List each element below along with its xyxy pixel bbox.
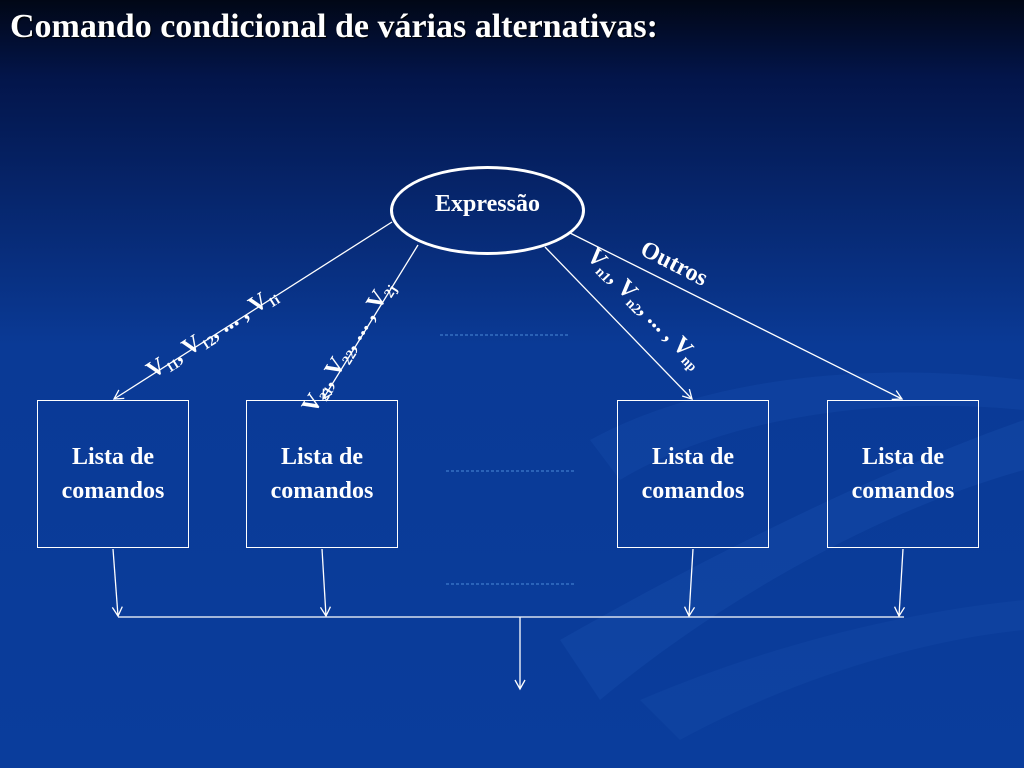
expression-node: Expressão [390,166,585,255]
box-line-2: comandos [61,478,165,504]
command-list-box-3: Lista de comandos [617,400,769,548]
box-line-1: Lista de [861,444,944,470]
branch-arrow-2 [322,244,419,401]
box-line-2: comandos [641,478,745,504]
box-line-2: comandos [270,478,374,504]
box-line-1: Lista de [71,444,154,470]
slide-title: Comando condicional de várias alternativ… [10,8,658,45]
branch-arrow-1 [112,221,393,400]
merge-arrow-3 [683,548,696,618]
box-line-1: Lista de [651,444,734,470]
merge-arrow-2 [319,548,332,618]
branch-arrow-3 [544,246,693,400]
command-list-box-2: Lista de comandos [246,400,398,548]
merge-arrow-4 [893,548,906,618]
branch-arrow-outros [569,232,904,401]
merge-arrow-1 [111,548,123,618]
command-list-box-1: Lista de comandos [37,400,189,548]
box-line-2: comandos [851,478,955,504]
box-line-1: Lista de [280,444,363,470]
expression-label: Expressão [435,191,540,217]
command-list-box-4: Lista de comandos [827,400,979,548]
